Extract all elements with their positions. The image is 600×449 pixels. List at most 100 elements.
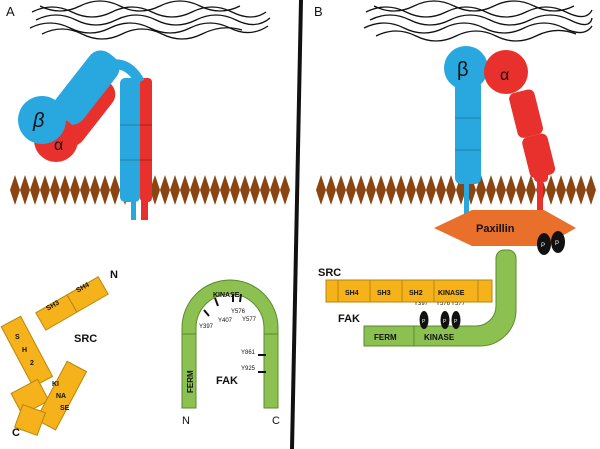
membrane-lipid: [586, 175, 596, 205]
membrane-lipid: [70, 175, 80, 205]
membrane-lipid: [190, 175, 200, 205]
membrane-lipid: [160, 175, 170, 205]
membrane-lipid: [416, 175, 426, 205]
integrin-b-beta-leg: [455, 80, 481, 184]
integrin-b-beta-head: [444, 46, 488, 90]
integrin-b-beta-symbol: β: [457, 59, 469, 81]
ecm-fibres-a: [29, 0, 271, 40]
fak-a-y407: Y407: [218, 318, 233, 324]
integrin-a-beta-arm: [53, 50, 120, 125]
src-a-c-tail: [13, 403, 47, 437]
fak-a-y576: Y576: [231, 309, 246, 315]
membrane-lipid: [386, 175, 396, 205]
src-a-name: SRC: [74, 333, 97, 345]
fak-a-site-ticks: [203, 293, 266, 373]
membrane-lipid: [260, 175, 270, 205]
membrane-lipid: [526, 175, 536, 205]
fak-a-kinase-label: KINASE: [213, 292, 240, 299]
integrin-a-beta-tail: [131, 190, 136, 220]
src-b-sh2-label: SH2: [409, 290, 423, 297]
src-a: [0, 276, 109, 437]
src-a-sh4-domain: [66, 276, 109, 313]
fak-a: KINASE FERM Y397 Y407 Y576 Y577 Y861 Y92…: [181, 279, 280, 427]
membrane-lipid: [566, 175, 576, 205]
integrin-b-beta-tail: [464, 180, 469, 214]
panel-b-label: B: [314, 4, 323, 19]
membrane-lipid: [426, 175, 436, 205]
src-a-kinase-label-1: KI: [52, 381, 59, 388]
membrane-lipid: [230, 175, 240, 205]
fak-a-y577: Y577: [242, 317, 257, 323]
fak-b-phospho-y577-label: P: [454, 319, 458, 325]
src-a-kinase-domain: [35, 360, 88, 431]
fak-b-phospho-y576: [440, 311, 450, 329]
fak-b: FERM KINASE FAK Y397 Y576 Y577 P P P: [338, 249, 517, 347]
fak-b-name: FAK: [338, 313, 360, 325]
integrin-b-alpha-tail: [537, 180, 543, 212]
paxillin-label: Paxillin: [476, 223, 515, 235]
fak-b-phospho-y397-label: P: [422, 319, 426, 325]
membrane-lipid: [210, 175, 220, 205]
membrane-lipid: [280, 175, 290, 205]
integrin-a-beta-symbol: β: [32, 110, 44, 132]
src-b-c-tail: [477, 279, 493, 303]
membrane-lipid: [220, 175, 230, 205]
membrane-lipid: [50, 175, 60, 205]
fak-b-phospho-y576-label: P: [443, 319, 447, 325]
src-b-sh3-label: SH3: [377, 290, 391, 297]
paxillin-phospho-1: [537, 233, 551, 255]
membrane-lipid: [356, 175, 366, 205]
fak-a-name: FAK: [216, 375, 238, 387]
paxillin-phospho-2: [551, 231, 565, 253]
integrin-a-beta-leg: [120, 78, 140, 202]
fak-b-y397: Y397: [414, 301, 429, 307]
membrane-lipid: [396, 175, 406, 205]
membrane-lipid: [170, 175, 180, 205]
paxillin: Paxillin P P: [434, 210, 576, 255]
membrane-lipid: [180, 175, 190, 205]
src-b-n-cap: [325, 279, 339, 303]
membrane-lipid: [326, 175, 336, 205]
integrin-a: β α: [18, 50, 152, 220]
fak-b-y576: Y576: [436, 301, 451, 307]
membrane-lipid: [20, 175, 30, 205]
src-b-sh4-label: SH4: [345, 290, 359, 297]
membrane-lipid: [446, 175, 456, 205]
fak-b-kinase-label: KINASE: [424, 333, 455, 342]
panel-divider: [290, 0, 303, 449]
membrane-lipid: [80, 175, 90, 205]
src-a-sh2-label-s: S: [15, 334, 20, 341]
membrane-lipid: [406, 175, 416, 205]
integrin-b-alpha-leg-upper: [509, 89, 543, 138]
membrane-lipid: [556, 175, 566, 205]
fak-b-body: [363, 249, 517, 347]
membrane-lipid: [376, 175, 386, 205]
integrin-b-alpha-symbol: α: [500, 67, 509, 84]
integrin-a-beta-head: [18, 96, 66, 144]
src-a-sh2-label-2: 2: [30, 360, 34, 367]
integrin-a-alpha-tail: [141, 190, 148, 220]
fak-a-n-terminus: N: [182, 415, 190, 427]
membrane-lipid: [250, 175, 260, 205]
membrane-lipid: [546, 175, 556, 205]
fak-b-phospho-y397: [419, 311, 429, 329]
membrane-lipid: [60, 175, 70, 205]
membrane-lipid: [150, 175, 160, 205]
src-a-sh2-label-h: H: [22, 347, 27, 354]
src-a-sh2-domain: [0, 315, 54, 388]
src-b-kinase-label: KINASE: [438, 290, 465, 297]
fak-a-y925: Y925: [241, 366, 256, 372]
membrane-lipid: [516, 175, 526, 205]
membrane-lipid: [436, 175, 446, 205]
src-b: SH4 SH3 SH2 KINASE SRC: [318, 267, 493, 303]
membrane-lipid: [40, 175, 50, 205]
fak-a-body: [181, 279, 279, 409]
integrin-b-alpha-leg-end: [534, 150, 548, 182]
membrane-lipid: [30, 175, 40, 205]
membrane-lipid: [270, 175, 280, 205]
membrane-lipid: [346, 175, 356, 205]
src-a-linker: [10, 378, 50, 416]
membrane-lipid: [496, 175, 506, 205]
membrane-lipid: [240, 175, 250, 205]
